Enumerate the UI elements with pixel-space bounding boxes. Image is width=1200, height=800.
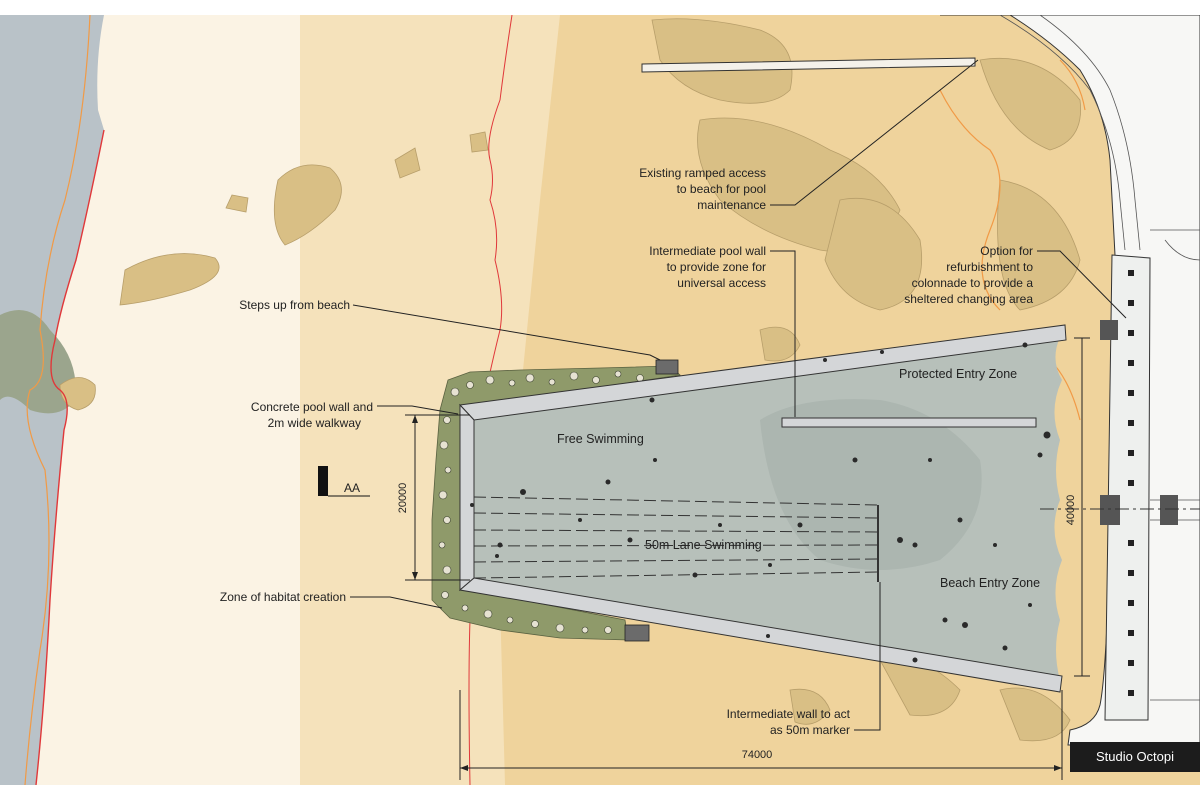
dimension-74000-label: 74000 — [742, 749, 773, 761]
svg-text:Intermediate pool wall: Intermediate pool wall — [649, 244, 766, 258]
svg-text:sheltered changing area: sheltered changing area — [904, 292, 1033, 306]
annotation-concrete-wall: Concrete pool wall and 2m wide walkway — [251, 400, 373, 430]
habitat-stones — [438, 370, 644, 634]
zone-lane-swimming: 50m Lane Swimming — [645, 538, 762, 552]
svg-text:2m wide walkway: 2m wide walkway — [268, 416, 361, 430]
dimension-20000-label: 20000 — [397, 483, 409, 514]
existing-ramp — [641, 57, 976, 73]
leader-marker-wall — [854, 582, 881, 731]
promenade-outline — [999, 15, 1200, 701]
svg-text:Intermediate wall to act: Intermediate wall to act — [727, 707, 851, 721]
leader-ramp — [770, 59, 979, 206]
credit-badge: Studio Octopi — [1070, 742, 1200, 772]
pool-wall-bottom — [458, 577, 1063, 693]
intermediate-pool-wall — [781, 417, 1037, 428]
pool-deep-tone — [760, 399, 982, 570]
tide-line-sea — [35, 129, 105, 785]
svg-text:to provide zone for: to provide zone for — [667, 260, 766, 274]
section-marker-icon — [318, 466, 328, 496]
svg-text:Existing ramped access: Existing ramped access — [639, 166, 766, 180]
svg-text:Option for: Option for — [980, 244, 1033, 258]
annotation-colonnade: Option for refurbishment to colonnade to… — [904, 244, 1033, 306]
leader-colonnade — [1037, 250, 1127, 319]
steps-lower — [624, 624, 650, 642]
dimension-20000 — [405, 414, 470, 581]
leader-habitat — [350, 596, 443, 609]
dimension-40000 — [1074, 337, 1090, 677]
annotation-steps: Steps up from beach — [239, 298, 350, 312]
annotation-ramp: Existing ramped access to beach for pool… — [639, 166, 766, 212]
annotation-intermediate-wall: Intermediate pool wall to provide zone f… — [649, 244, 766, 290]
leader-concrete-wall — [377, 405, 459, 415]
zone-protected-entry: Protected Entry Zone — [899, 367, 1017, 381]
colonnade — [1104, 254, 1151, 721]
svg-text:universal access: universal access — [677, 276, 766, 290]
annotation-habitat: Zone of habitat creation — [220, 590, 346, 604]
leader-intermediate-wall — [770, 250, 796, 417]
zone-beach-entry: Beach Entry Zone — [940, 576, 1040, 590]
svg-text:refurbishment to: refurbishment to — [946, 260, 1033, 274]
dimension-74000 — [459, 690, 1063, 780]
rock-outcrops — [59, 18, 1082, 742]
svg-text:Concrete pool wall and: Concrete pool wall and — [251, 400, 373, 414]
leader-steps — [352, 304, 661, 361]
svg-text:to beach for pool: to beach for pool — [677, 182, 766, 196]
pool-wall-left — [459, 403, 475, 592]
access-steps — [1100, 320, 1178, 525]
steps-from-beach — [655, 359, 679, 375]
svg-text:maintenance: maintenance — [697, 198, 766, 212]
svg-text:colonnade to provide a: colonnade to provide a — [912, 276, 1034, 290]
annotation-marker-wall: Intermediate wall to act as 50m marker — [727, 707, 851, 737]
section-marker-label: AA — [344, 481, 360, 495]
zone-free-swimming: Free Swimming — [557, 432, 644, 446]
svg-text:as 50m marker: as 50m marker — [770, 723, 850, 737]
dimension-40000-label: 40000 — [1065, 495, 1077, 526]
colonnade-columns — [1128, 270, 1134, 696]
pool-rocks — [470, 342, 1051, 663]
